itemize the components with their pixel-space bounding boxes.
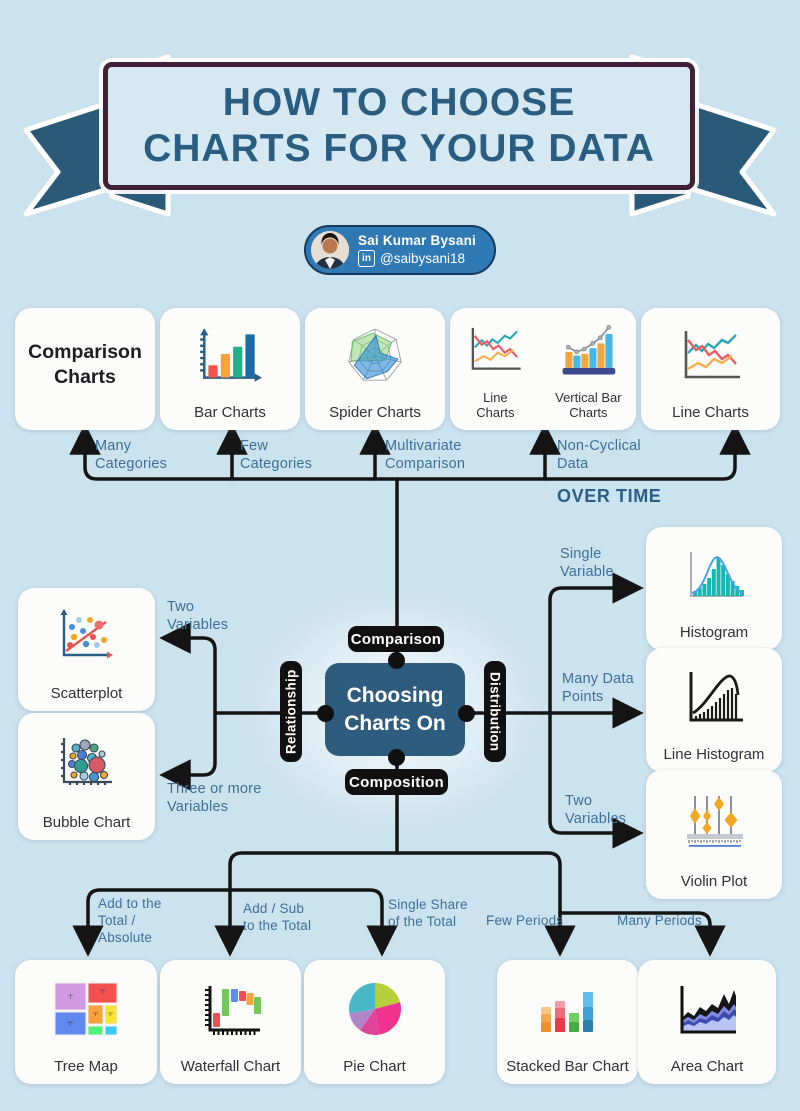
label-many-categories: Many Categories (95, 438, 168, 473)
line-histogram-icon (689, 671, 743, 722)
author-badge: Sai Kumar Bysani in @saibysani18 (304, 225, 496, 275)
title-banner: HOW TO CHOOSE CHARTS FOR YOUR DATA (103, 62, 695, 190)
pie-chart-label: Pie Chart (343, 1057, 406, 1075)
line-charts-label: Line Charts (476, 390, 515, 421)
bar-charts-label: Bar Charts (194, 403, 266, 421)
violin-plot-icon (687, 796, 743, 848)
card-waterfall-chart: Waterfall Chart (160, 960, 301, 1084)
label-multivariate-comparison: Multivariate Comparison (385, 438, 466, 473)
bubble-chart-icon (60, 738, 112, 786)
card-line-histogram: Line Histogram (646, 648, 782, 772)
author-name: Sai Kumar Bysani (358, 233, 476, 248)
card-scatterplot: Scatterplot (18, 588, 155, 711)
node-dot-left (317, 705, 334, 722)
label-two-variables-distribution: Two Variables (565, 793, 627, 828)
bar-chart-icon (200, 328, 262, 382)
area-chart-label: Area Chart (670, 1057, 744, 1075)
branch-comparison: Comparison (348, 626, 444, 652)
label-two-variables-relationship: Two Variables (167, 599, 229, 634)
author-handle: @saibysani18 (380, 251, 466, 266)
node-dot-top (388, 652, 405, 669)
label-over-time: OVER TIME (557, 486, 662, 506)
stacked-bar-chart-label: Stacked Bar Chart (506, 1057, 629, 1075)
card-comparison-charts: Comparison Charts (15, 308, 155, 430)
card-tree-map: Tree Map (15, 960, 157, 1084)
card-line-charts-time: Line Charts (641, 308, 780, 430)
waterfall-chart-label: Waterfall Chart (180, 1057, 281, 1075)
card-stacked-bar-chart: Stacked Bar Chart (497, 960, 638, 1084)
spider-charts-label: Spider Charts (329, 403, 421, 421)
area-chart-icon (680, 985, 736, 1034)
card-area-chart: Area Chart (638, 960, 776, 1084)
tree-map-icon (54, 982, 118, 1036)
card-bubble-chart: Bubble Chart (18, 713, 155, 840)
spider-chart-icon (348, 328, 402, 381)
center-node: Choosing Charts On (325, 663, 465, 756)
page-title: HOW TO CHOOSE CHARTS FOR YOUR DATA (143, 80, 655, 170)
vertical-bar-chart-icon (562, 324, 616, 375)
comparison-charts-title: Comparison Charts (28, 341, 142, 388)
label-three-or-more-variables: Three or more Variables (167, 781, 262, 816)
branch-composition: Composition (345, 769, 448, 795)
waterfall-chart-icon (204, 985, 261, 1035)
label-few-categories: Few Categories (240, 438, 313, 473)
card-line-vertical-bar-charts: Line Charts Vert (450, 308, 636, 430)
linkedin-icon: in (358, 250, 375, 267)
tree-map-label: Tree Map (54, 1057, 118, 1075)
label-add-to-total: Add to the Total / Absolute (98, 896, 162, 945)
avatar (311, 231, 349, 269)
violin-plot-label: Violin Plot (680, 872, 748, 890)
node-dot-right (458, 705, 475, 722)
card-pie-chart: Pie Chart (304, 960, 445, 1084)
line-chart-icon (472, 327, 522, 370)
label-many-data-points: Many Data Points (562, 671, 634, 706)
stacked-bar-chart-icon (540, 991, 593, 1032)
scatterplot-label: Scatterplot (50, 684, 123, 702)
node-dot-bottom (388, 749, 405, 766)
label-single-variable: Single Variable (560, 546, 614, 581)
branch-relationship: Relationship (280, 661, 302, 762)
bubble-chart-label: Bubble Chart (42, 813, 131, 831)
pie-chart-icon (348, 982, 401, 1035)
card-histogram: Histogram (646, 527, 782, 650)
card-violin-plot: Violin Plot (646, 770, 782, 899)
card-bar-charts: Bar Charts (160, 308, 300, 430)
label-add-sub-total: Add / Sub to the Total (243, 901, 312, 933)
center-node-title: Choosing Charts On (344, 684, 446, 735)
label-few-periods: Few Periods (486, 913, 564, 928)
branch-distribution: Distribution (484, 661, 506, 762)
histogram-label: Histogram (679, 623, 749, 641)
label-many-periods: Many Periods (617, 913, 702, 928)
line-charts-time-label: Line Charts (672, 403, 749, 421)
scatterplot-icon (60, 609, 113, 659)
line-histogram-label: Line Histogram (663, 745, 765, 763)
card-spider-charts: Spider Charts (305, 308, 445, 430)
label-single-share: Single Share of the Total (388, 897, 468, 929)
vertical-bar-charts-label: Vertical Bar Charts (555, 390, 622, 421)
line-chart-icon (684, 330, 740, 379)
label-non-cyclical-data: Non-Cyclical Data (557, 438, 641, 473)
histogram-icon (690, 552, 744, 598)
